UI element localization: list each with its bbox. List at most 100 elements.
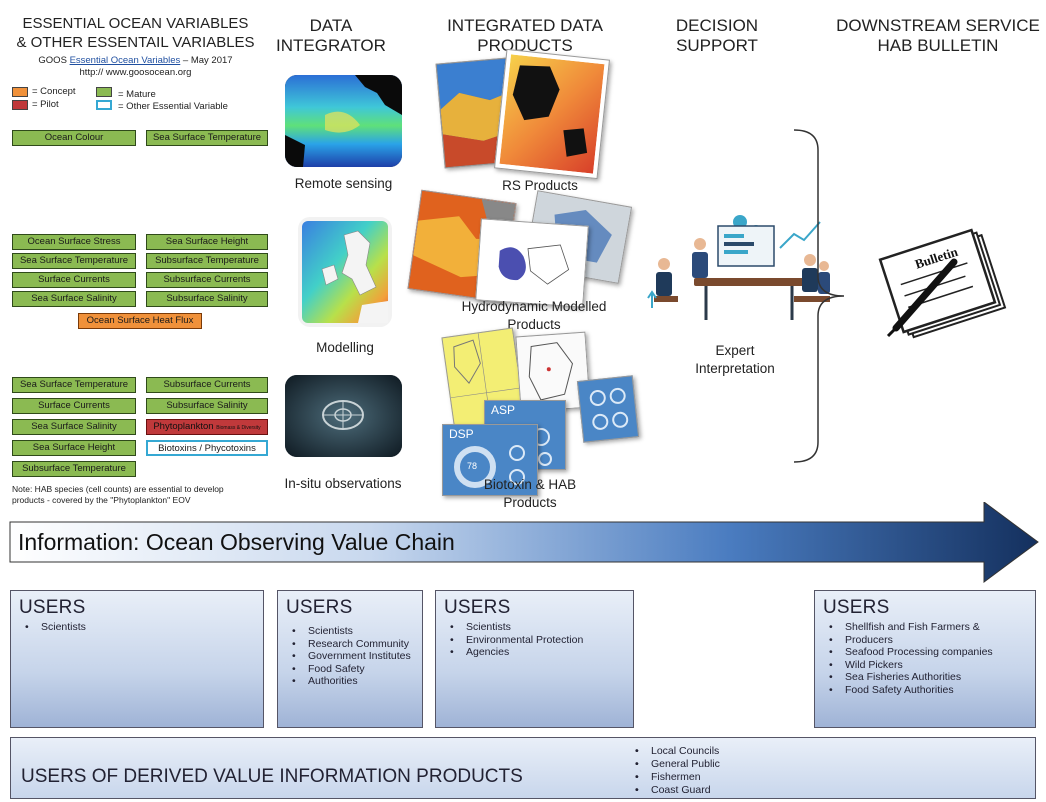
remote-sensing-caption: Remote sensing	[294, 176, 393, 191]
insitu-buoy-graphic	[285, 375, 402, 457]
data-integrator-header: DATA INTEGRATOR	[276, 16, 386, 56]
bullet-marker: •	[635, 758, 639, 770]
eov-header: ESSENTIAL OCEAN VARIABLES & OTHER ESSENT…	[8, 14, 263, 52]
eov-tag-concept: Ocean Surface Heat Flux	[78, 313, 202, 329]
derived-users-item: •Coast Guard	[629, 784, 720, 797]
eov-tag: Subsurface Temperature	[12, 461, 136, 477]
goos-suffix: – May 2017	[180, 55, 233, 66]
eov-tag: Subsurface Temperature	[146, 253, 268, 269]
users-item: Research Community	[286, 638, 414, 651]
eov-tag: Surface Currents	[12, 398, 136, 414]
users-title: USERS	[823, 597, 890, 618]
rs-products-caption: RS Products	[502, 178, 578, 193]
users-box-2: USERS Scientists Research Community Gove…	[277, 590, 423, 728]
hydro-product-card-3	[475, 218, 589, 308]
eov-tag: Ocean Surface Stress	[12, 234, 136, 250]
legend-swatch-mature	[96, 87, 112, 97]
users-item-continuation: Agencies	[444, 646, 625, 659]
downstream-line2: HAB BULLETIN	[877, 36, 999, 55]
integrated-products-header: INTEGRATED DATA PRODUCTS	[430, 16, 620, 56]
hydro-product-map-3	[476, 219, 589, 308]
downstream-line1: DOWNSTREAM SERVICE	[836, 16, 1040, 35]
hab-note-line2: products - covered by the "Phytoplankton…	[12, 494, 191, 505]
biotoxin-coast-map	[516, 332, 591, 413]
eov-tag: Sea Surface Salinity	[12, 291, 136, 307]
goos-link[interactable]: Essential Ocean Variables	[69, 55, 181, 66]
legend-other: = Other Essential Variable	[118, 101, 228, 112]
hydro-products-caption: Hydrodynamic Modelled Products	[444, 298, 624, 334]
decision-line2: SUPPORT	[676, 36, 758, 55]
expert-meeting-illustration	[647, 215, 830, 320]
decision-line1: DECISION	[675, 16, 759, 35]
goos-url[interactable]: http:// www.goosocean.org	[79, 67, 192, 78]
eov-title-line1: ESSENTIAL OCEAN VARIABLES	[22, 15, 249, 32]
pen-icon	[886, 258, 958, 338]
users-item: Food Safety Authorities	[823, 684, 1027, 697]
value-chain-label: Information: Ocean Observing Value Chain	[18, 529, 455, 555]
users-title: USERS	[444, 597, 511, 618]
integrated-line2: PRODUCTS	[477, 36, 573, 55]
insitu-image	[285, 375, 402, 457]
biotoxin-card-map	[515, 331, 591, 413]
hydro-caption-line1: Hydrodynamic Modelled	[461, 299, 607, 314]
modelling-map-graphic	[302, 221, 388, 323]
users-item: Shellfish and Fish Farmers &	[823, 621, 1027, 634]
users-box-1: USERS Scientists	[10, 590, 264, 728]
remote-sensing-map-graphic	[285, 75, 402, 167]
grouping-brace	[793, 129, 845, 463]
goos-reference: GOOS Essential Ocean Variables – May 201…	[8, 55, 263, 66]
users-item: Food Safety	[286, 663, 414, 676]
decision-support-header: DECISION SUPPORT	[652, 16, 782, 56]
legend-swatch-other	[96, 100, 112, 110]
phytoplankton-label: Phytoplankton	[153, 421, 214, 432]
eov-tag: Sea Surface Temperature	[12, 377, 136, 393]
expert-line1: Expert	[715, 343, 755, 358]
remote-sensing-image	[285, 75, 402, 167]
insitu-caption: In-situ observations	[284, 476, 402, 491]
eov-title-line2: & OTHER ESSENTAIL VARIABLES	[16, 34, 255, 51]
eov-tag: Subsurface Currents	[146, 272, 268, 288]
users-item: Scientists	[444, 621, 625, 634]
users-item-continuation: Authorities	[286, 675, 414, 688]
value-chain-arrow	[9, 502, 1039, 583]
biotoxin-right-dials	[589, 387, 629, 430]
dsp-gauge	[454, 445, 525, 488]
users-item-continuation: Producers	[823, 634, 1027, 647]
users-list: Shellfish and Fish Farmers & Producers S…	[823, 621, 1027, 696]
legend-swatch-concept	[12, 87, 28, 97]
dsp-value: 78	[467, 461, 478, 471]
hydro-caption-line2: Products	[507, 317, 561, 332]
rs-product-map-2	[499, 54, 605, 174]
derived-users-title: USERS OF DERIVED VALUE INFORMATION PRODU…	[21, 766, 523, 787]
users-item: Scientists	[286, 625, 414, 638]
goos-prefix: GOOS	[38, 55, 70, 66]
users-box-4: USERS Shellfish and Fish Farmers & Produ…	[814, 590, 1036, 728]
users-box-3: USERS Scientists Environmental Protectio…	[435, 590, 634, 728]
biotoxin-products-caption: Biotoxin & HAB Products	[470, 476, 590, 512]
derived-users-box: USERS OF DERIVED VALUE INFORMATION PRODU…	[10, 737, 1036, 799]
legend-mature: = Mature	[118, 89, 156, 100]
users-list: Scientists Research Community Government…	[286, 625, 414, 688]
eov-tag: Sea Surface Temperature	[12, 253, 136, 269]
hab-note: Note: HAB species (cell counts) are esse…	[12, 484, 274, 505]
downstream-header: DOWNSTREAM SERVICE HAB BULLETIN	[832, 16, 1044, 56]
bulletin-notepad-illustration: Bulletin	[878, 228, 1007, 339]
asp-label: ASP	[491, 403, 516, 417]
users-title: USERS	[286, 597, 353, 618]
modelling-caption: Modelling	[316, 340, 374, 355]
modelling-image	[298, 217, 392, 327]
users-title: USERS	[19, 597, 86, 618]
legend-swatch-pilot	[12, 100, 28, 110]
biotoxin-card-right	[576, 375, 640, 443]
biotoxin-caption-line2: Products	[503, 495, 557, 510]
derived-users-item: •General Public	[629, 758, 720, 771]
expert-line2: Interpretation	[695, 361, 775, 376]
integrated-line1: INTEGRATED DATA	[447, 16, 603, 35]
users-item: Sea Fisheries Authorities	[823, 671, 1027, 684]
eov-tag: Sea Surface Temperature	[146, 130, 268, 146]
bullet-marker: •	[635, 784, 639, 796]
eov-tag: Subsurface Salinity	[146, 398, 268, 414]
derived-users-list: •Local Councils •General Public •Fisherm…	[629, 745, 720, 797]
users-list: Scientists	[19, 621, 255, 634]
hab-note-line1: Note: HAB species (cell counts) are esse…	[12, 484, 224, 494]
